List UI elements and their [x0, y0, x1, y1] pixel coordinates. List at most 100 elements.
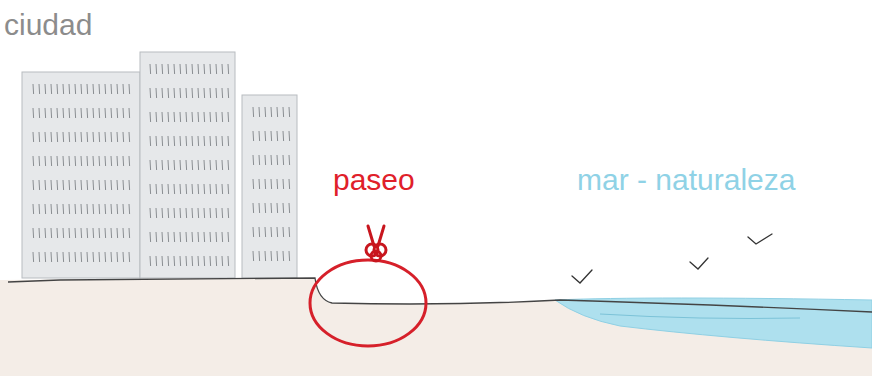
window-stroke: [198, 256, 200, 266]
window-stroke: [57, 252, 59, 262]
window-stroke: [51, 108, 53, 118]
window-stroke: [283, 203, 285, 213]
window-stroke: [168, 184, 170, 194]
window-stroke: [111, 132, 113, 142]
bird: [748, 234, 772, 244]
window-stroke: [265, 227, 267, 237]
window-stroke: [123, 84, 125, 94]
window-stroke: [123, 180, 125, 190]
window-stroke: [150, 232, 152, 242]
window-stroke: [259, 107, 261, 117]
window-stroke: [168, 64, 170, 74]
window-stroke: [180, 256, 182, 266]
window-stroke: [283, 131, 285, 141]
highlight-ellipse: [310, 260, 426, 346]
window-stroke: [174, 88, 176, 98]
window-stroke: [105, 180, 107, 190]
window-stroke: [271, 227, 273, 237]
window-stroke: [63, 252, 65, 262]
window-stroke: [117, 252, 119, 262]
window-stroke: [129, 204, 131, 214]
window-stroke: [33, 132, 35, 142]
window-stroke: [180, 64, 182, 74]
window-stroke: [216, 232, 218, 242]
window-stroke: [277, 251, 279, 261]
window-stroke: [204, 136, 206, 146]
window-stroke: [192, 232, 194, 242]
window-stroke: [271, 203, 273, 213]
window-stroke: [150, 112, 152, 122]
window-stroke: [111, 228, 113, 238]
ground: [0, 278, 872, 376]
window-stroke: [216, 184, 218, 194]
window-stroke: [156, 88, 158, 98]
window-stroke: [210, 112, 212, 122]
window-stroke: [39, 156, 41, 166]
window-stroke: [105, 228, 107, 238]
window-stroke: [210, 160, 212, 170]
window-stroke: [129, 108, 131, 118]
window-stroke: [69, 252, 71, 262]
window-stroke: [174, 208, 176, 218]
window-stroke: [168, 208, 170, 218]
window-stroke: [75, 252, 77, 262]
window-stroke: [123, 204, 125, 214]
window-stroke: [271, 107, 273, 117]
window-stroke: [277, 131, 279, 141]
window-stroke: [180, 112, 182, 122]
window-stroke: [204, 256, 206, 266]
window-stroke: [111, 252, 113, 262]
window-stroke: [283, 251, 285, 261]
window-stroke: [216, 88, 218, 98]
window-stroke: [259, 203, 261, 213]
window-stroke: [105, 132, 107, 142]
window-stroke: [277, 155, 279, 165]
building: [140, 52, 235, 278]
window-stroke: [192, 112, 194, 122]
window-stroke: [105, 108, 107, 118]
window-stroke: [33, 228, 35, 238]
window-stroke: [33, 252, 35, 262]
window-stroke: [111, 180, 113, 190]
bird: [690, 258, 708, 269]
window-stroke: [51, 84, 53, 94]
window-stroke: [271, 251, 273, 261]
window-stroke: [168, 232, 170, 242]
sea-wave: [600, 314, 800, 319]
window-stroke: [93, 156, 95, 166]
window-stroke: [283, 107, 285, 117]
window-stroke: [45, 84, 47, 94]
window-stroke: [204, 232, 206, 242]
window-stroke: [105, 204, 107, 214]
window-stroke: [156, 64, 158, 74]
window-stroke: [117, 156, 119, 166]
window-stroke: [57, 132, 59, 142]
window-stroke: [228, 136, 230, 146]
window-stroke: [123, 156, 125, 166]
window-stroke: [117, 108, 119, 118]
city-label: ciudad: [4, 10, 92, 40]
window-stroke: [81, 108, 83, 118]
promenade-label: paseo: [333, 165, 415, 195]
window-stroke: [192, 64, 194, 74]
window-stroke: [51, 204, 53, 214]
window-stroke: [87, 132, 89, 142]
window-stroke: [99, 180, 101, 190]
window-stroke: [216, 136, 218, 146]
ground-line: [8, 278, 872, 312]
window-stroke: [186, 256, 188, 266]
window-stroke: [198, 88, 200, 98]
window-stroke: [216, 208, 218, 218]
window-stroke: [51, 180, 53, 190]
window-stroke: [45, 228, 47, 238]
window-stroke: [204, 208, 206, 218]
window-stroke: [156, 160, 158, 170]
window-stroke: [186, 160, 188, 170]
window-stroke: [216, 64, 218, 74]
window-stroke: [57, 180, 59, 190]
window-stroke: [265, 155, 267, 165]
window-stroke: [289, 227, 291, 237]
window-stroke: [63, 132, 65, 142]
window-stroke: [253, 131, 255, 141]
window-stroke: [259, 155, 261, 165]
